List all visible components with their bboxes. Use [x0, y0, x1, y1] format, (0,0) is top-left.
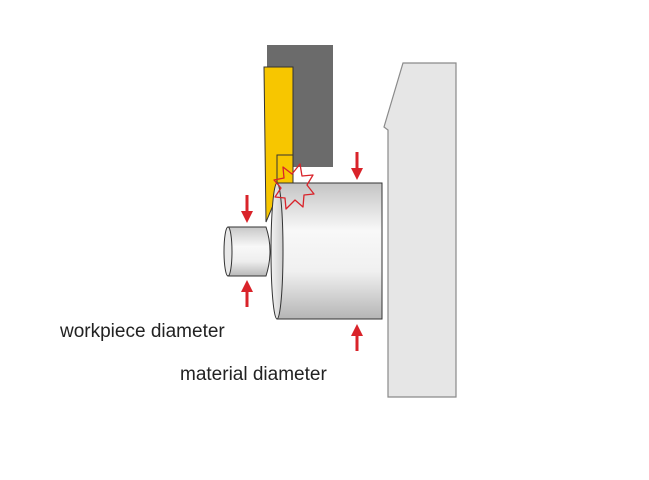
material-bottom-arrow: [351, 324, 363, 351]
workpiece-bottom-arrow: [241, 280, 253, 307]
workpiece-cylinder: [227, 226, 271, 277]
material-top-arrow: [351, 152, 363, 180]
workpiece-diameter-label: workpiece diameter: [60, 321, 225, 342]
material-end-face: [270, 182, 284, 320]
chuck: [383, 62, 457, 398]
material-diameter-label: material diameter: [180, 364, 327, 385]
material-cylinder: [276, 182, 383, 320]
workpiece-end-face: [223, 226, 233, 277]
chip-burst: [273, 163, 315, 210]
workpiece-top-arrow: [241, 195, 253, 223]
